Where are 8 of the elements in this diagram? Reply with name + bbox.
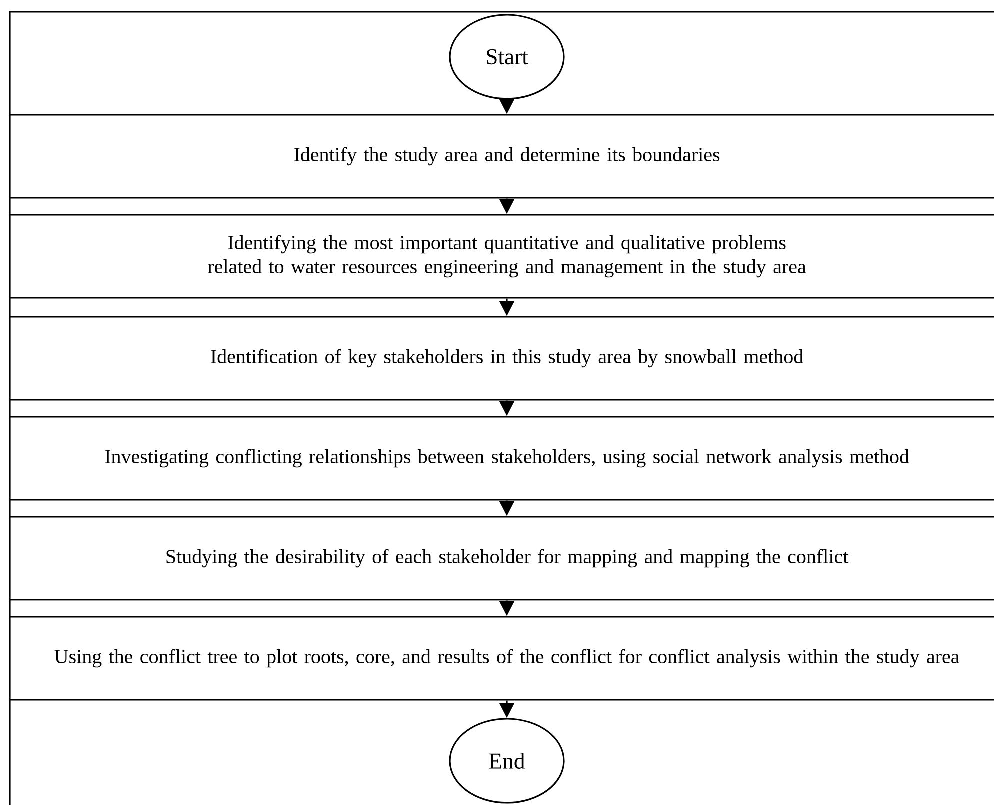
process-box: Investigating conflicting relationships between stakeholders, using social network analysis method xyxy=(9,416,994,501)
process-box: Using the conflict tree to plot roots, core, and results of the conflict for conflict analysis within the study area xyxy=(9,616,994,701)
process-box: Identify the study area and determine its boundaries xyxy=(9,114,994,199)
terminal-oval: End xyxy=(449,718,565,804)
process-box: Studying the desirability of each stakeholder for mapping and mapping the conflict xyxy=(9,516,994,601)
process-box: Identifying the most important quantitative and qualitative problems related to water resources engineering and management in the study area xyxy=(9,214,994,299)
terminal-oval: Start xyxy=(449,14,565,100)
process-box: Identification of key stakeholders in this study area by snowball method xyxy=(9,316,994,401)
